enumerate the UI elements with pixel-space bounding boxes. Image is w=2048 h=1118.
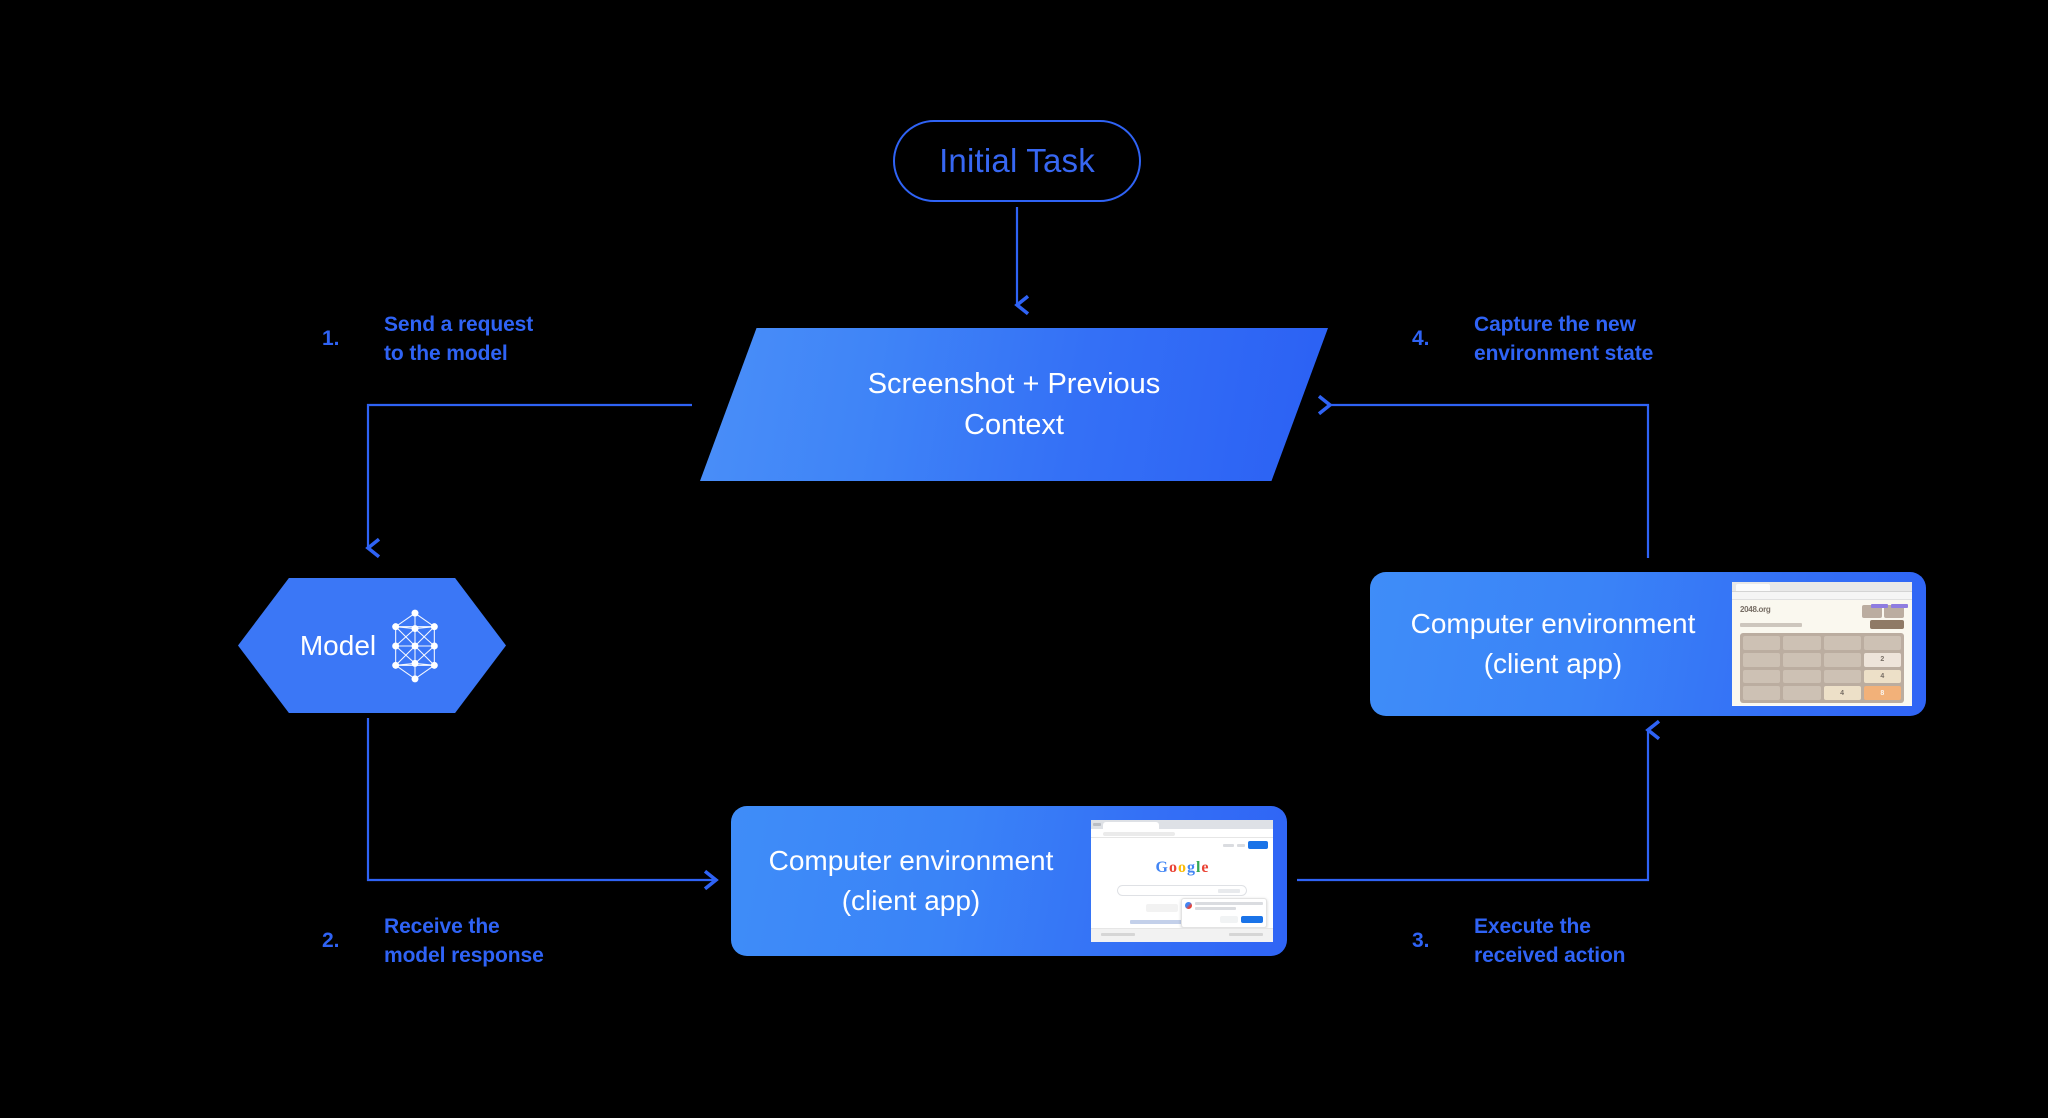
google-footer [1091,928,1273,942]
search-icons [1218,889,1240,893]
tile [1783,669,1821,684]
tile: 4 [1823,686,1861,700]
env-right-label: Computer environment (client app) [1370,604,1926,684]
tile [1783,636,1821,650]
screenshot-context-node[interactable]: Screenshot + Previous Context [700,328,1328,481]
arrow-model-to-env-bottom [366,718,719,891]
game-instructions [1740,622,1802,627]
model-label: Model [299,629,377,661]
header-link [1237,843,1245,847]
window-controls [1093,823,1101,826]
google-page-body: G o o g l e [1091,838,1273,942]
env-bottom-line-1: Computer environment [768,845,1054,876]
tile [1823,636,1861,650]
step-2-text: Receive the model response [384,915,544,967]
game-site-title: 2048.org [1740,605,1771,614]
tile [1823,669,1861,684]
env-right-line-1: Computer environment [1410,608,1696,639]
step-label-2: 2. Receive the model response [322,912,544,970]
step-3-text: Execute the received action [1474,915,1626,967]
dialog-confirm-button [1241,916,1263,923]
nav-link [1871,604,1888,608]
tile [1743,669,1781,684]
env-right-line-2: (client app) [1483,648,1623,679]
logo-letter: o [1168,859,1177,876]
neural-network-icon [392,609,438,682]
nav-link [1891,604,1908,608]
computer-environment-bottom-node[interactable]: Computer environment (client app) G o [731,806,1287,956]
score-boxes [1862,605,1904,618]
tile: 8 [1863,686,1901,700]
step-3-number: 3. [1412,929,1430,952]
tile [1743,686,1781,700]
search-button [1146,904,1178,912]
step-1-number: 1. [322,327,340,350]
step-4-text: Capture the new environment state [1474,313,1654,365]
tile [1743,652,1781,667]
hexagon-shape [238,578,506,713]
logo-letter: o [1177,859,1186,876]
logo-letter: e [1201,859,1209,876]
env-bottom-line-2: (client app) [841,885,981,916]
tile: 2 [1863,652,1901,667]
tile: 4 [1863,669,1901,684]
tile [1863,636,1901,650]
tile [1823,652,1861,667]
step-4-number: 4. [1412,327,1430,350]
url-text [1103,831,1175,836]
dialog-icon [1185,902,1192,909]
step-1-text: Send a request to the model [384,313,534,365]
google-logo: G o o g l e [1091,860,1273,876]
thumbnail-google-search: G o o g l e [1091,820,1273,942]
arrow-env-right-to-context [1317,394,1650,558]
step-label-1: 1. Send a request to the model [322,310,533,368]
browser-tabstrip [1091,820,1273,829]
model-node[interactable]: Model [238,578,506,713]
footer-link [1229,933,1263,936]
score-box [1862,605,1882,618]
score-box [1884,605,1904,618]
step-2-number: 2. [322,929,340,952]
browser-urlbar [1732,592,1912,600]
initial-task-node[interactable]: Initial Task [893,120,1141,202]
browser-dialog [1181,898,1267,928]
arrow-context-to-model [365,403,692,559]
arrow-env-bottom-to-env-right [1297,719,1661,882]
dialog-cancel-button [1220,916,1238,923]
tile [1783,686,1821,700]
game-page-body: 2048.org [1732,600,1912,705]
game-board: 2 4 4 8 [1740,633,1904,703]
tile [1783,652,1821,667]
context-line-1: Screenshot + Previous [867,367,1161,400]
computer-environment-right-node[interactable]: Computer environment (client app) 2048.o… [1370,572,1926,716]
logo-letter: G [1155,859,1168,876]
header-link [1223,843,1234,847]
footer-link [1101,933,1135,936]
env-bottom-label: Computer environment (client app) [731,841,1287,921]
browser-tab [1103,821,1159,829]
thumbnail-2048-game: 2048.org [1732,582,1912,706]
page-nav-links [1871,604,1908,608]
dialog-text [1195,902,1263,912]
google-header-actions [1223,841,1268,849]
browser-tabstrip [1732,582,1912,592]
browser-tab [1736,584,1770,591]
logo-letter: l [1195,859,1201,876]
initial-task-label: Initial Task [939,142,1095,179]
step-label-3: 3. Execute the received action [1412,912,1626,970]
new-game-button [1870,620,1904,629]
google-search-box [1117,885,1247,896]
tile [1743,636,1781,650]
browser-urlbar [1091,829,1273,838]
screenshot-context-text: Screenshot + Previous Context [700,328,1328,481]
logo-letter: g [1186,859,1195,876]
context-line-2: Context [964,408,1064,441]
parallelogram-shape [700,328,1328,481]
sign-in-button [1248,841,1268,849]
step-label-4: 4. Capture the new environment state [1412,310,1653,368]
